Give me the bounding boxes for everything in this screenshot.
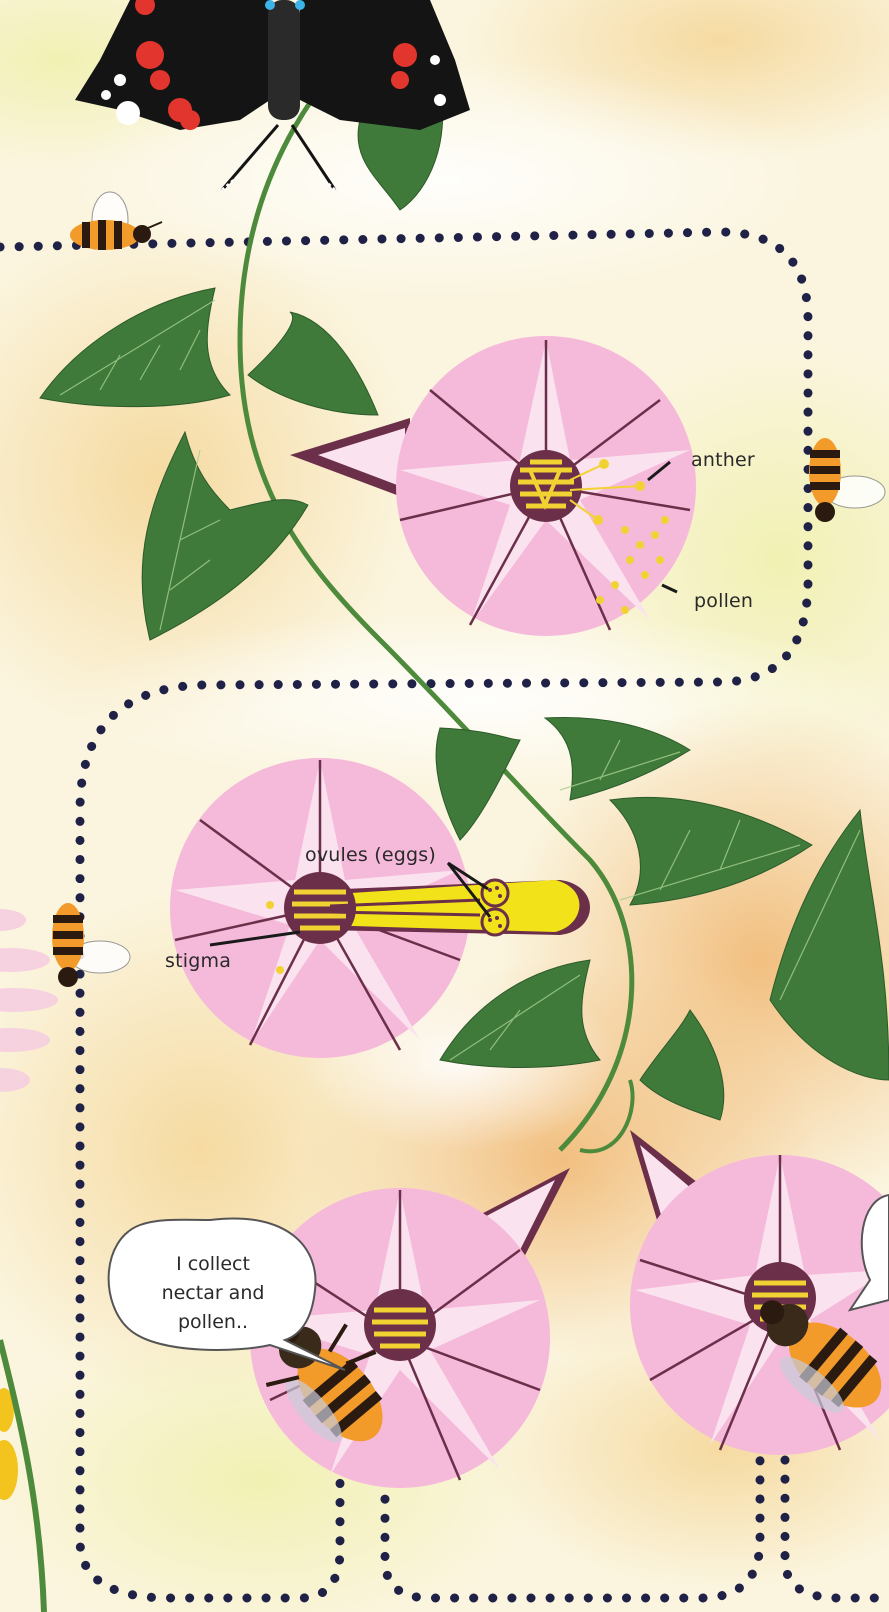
stigma-label: stigma — [165, 950, 231, 972]
speech-line-2: nectar and — [118, 1279, 308, 1308]
speech-line-3: pollen.. — [118, 1308, 308, 1337]
pollen-label: pollen — [694, 590, 753, 612]
speech-line-1: I collect — [118, 1250, 308, 1279]
anther-label: anther — [691, 449, 755, 471]
ovules-label: ovules (eggs) — [305, 844, 436, 866]
speech-bubble-text: I collect nectar and pollen.. — [118, 1250, 308, 1337]
